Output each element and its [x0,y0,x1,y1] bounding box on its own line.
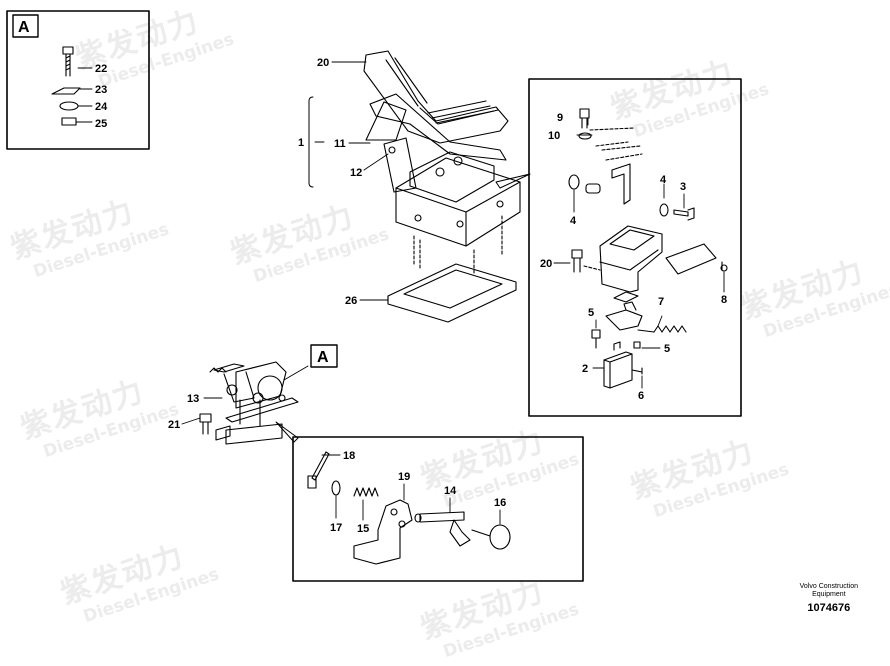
label-11: 11 [334,138,346,150]
detail-panel-right [528,78,742,417]
bolt-22 [62,46,74,77]
label-6: 6 [638,390,644,402]
footer: Volvo Construction Equipment 1074676 [800,583,858,614]
inset-a-frame [6,10,150,150]
bracket-11 [369,93,507,161]
bolt-20b [571,249,583,273]
bolt-9 [579,108,590,129]
detail-panel-bottom [292,436,584,582]
spring-15 [353,487,379,497]
pin-12 [388,146,396,154]
switch-bracket [599,225,663,293]
drawing-number: 1074676 [807,602,851,614]
label-20b: 20 [540,258,552,270]
callout-a-marker: A [317,349,329,366]
plate-26 [387,263,517,323]
switch-body-19 [353,499,413,565]
label-12: 12 [350,167,362,179]
label-4b: 4 [660,174,667,186]
label-25: 25 [95,118,107,130]
label-16: 16 [494,497,506,509]
label-1: 1 [298,137,304,149]
washer-10 [578,132,592,140]
label-13: 13 [187,393,199,405]
label-24: 24 [95,101,108,113]
pin-18 [311,451,330,481]
label-22: 22 [95,63,107,75]
label-21: 21 [168,419,180,431]
washer-24 [59,101,79,111]
label-19: 19 [398,471,410,483]
label-26: 26 [345,295,357,307]
label-7: 7 [658,296,664,308]
label-8: 8 [721,294,727,306]
footer-company-line2: Equipment [812,591,846,598]
inset-a-marker: A [18,19,30,36]
parts-diagram: A A 22 23 24 25 20 1 11 12 26 9 10 4 4 3… [6,10,742,582]
spring-7 [653,325,687,333]
knob-16 [489,524,511,550]
plate-8 [665,243,717,275]
bolt-3 [673,207,695,221]
label-3: 3 [680,181,686,193]
washer-17 [331,480,341,496]
label-15: 15 [357,523,369,535]
label-18: 18 [343,450,355,462]
footer-company: Volvo Construction [799,583,858,590]
label-9: 9 [557,112,563,124]
nut-25 [61,117,77,126]
label-4a: 4 [570,215,577,227]
bolt-21 [199,413,212,435]
inset-a-marker-box [12,14,39,38]
label-10: 10 [548,130,560,142]
bracket-23 [51,87,81,95]
washer-4a [568,174,580,190]
label-5b: 5 [664,343,670,355]
label-20: 20 [317,57,329,69]
callout-a-marker-box [310,344,338,368]
label-5a: 5 [588,307,594,319]
switch-assembly [209,361,299,445]
label-14: 14 [444,485,457,497]
label-2: 2 [582,363,588,375]
washer-4b [659,203,669,217]
label-17: 17 [330,522,342,534]
lever-14 [419,511,465,523]
label-23: 23 [95,84,107,96]
pedal-assembly [308,50,521,323]
switch-2 [603,351,633,389]
pedal-20 [363,50,509,144]
